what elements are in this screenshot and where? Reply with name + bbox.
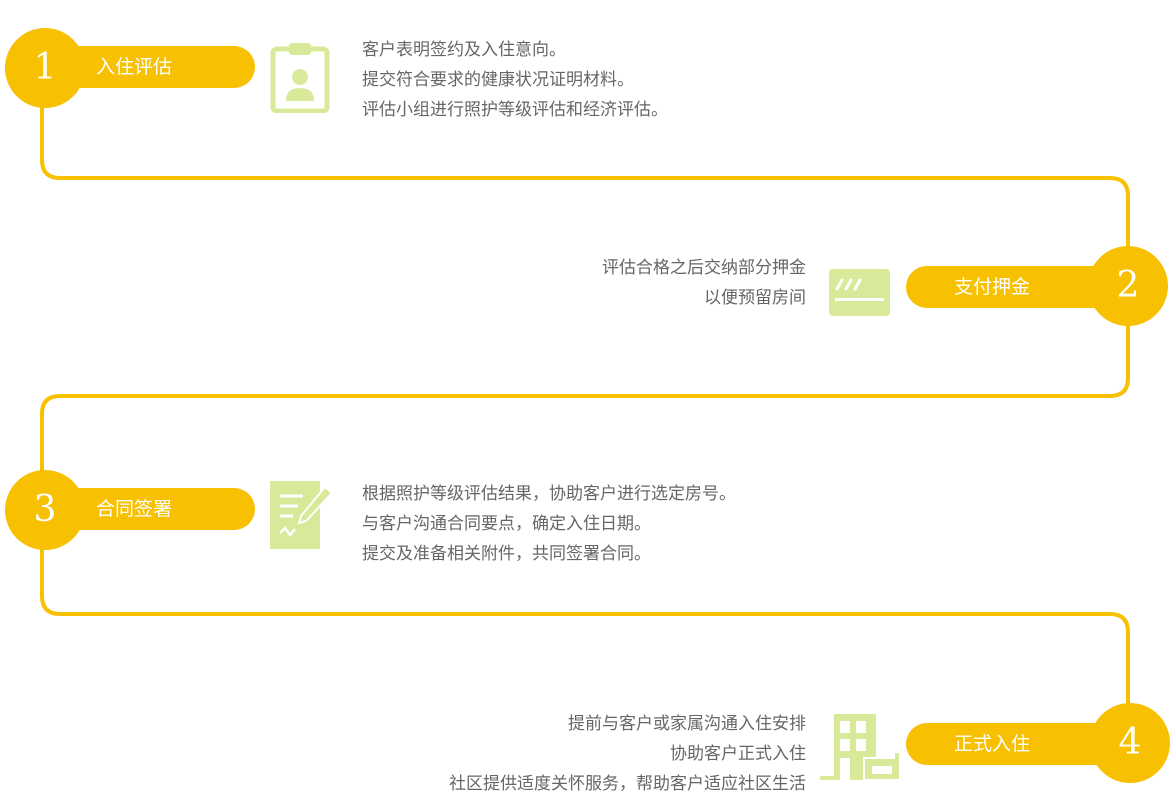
step-3-line: 提交及准备相关附件，共同签署合同。 <box>362 544 651 564</box>
payment-card-icon <box>829 269 890 316</box>
step-1-title: 入住评估 <box>96 56 173 78</box>
step-4-title: 正式入住 <box>954 733 1031 755</box>
step-1-line: 提交符合要求的健康状况证明材料。 <box>362 70 634 90</box>
step-2-number: 2 <box>1088 246 1168 326</box>
step-3-title: 合同签署 <box>96 498 173 520</box>
step-4-line: 协助客户正式入住 <box>670 744 806 764</box>
step-1-line: 客户表明签约及入住意向。 <box>362 40 566 60</box>
step-3-description: 根据照护等级评估结果，协助客户进行选定房号。 与客户沟通合同要点，确定入住日期。… <box>362 479 736 569</box>
step-4-line: 提前与客户或家属沟通入住安排 <box>568 714 806 734</box>
step-2-description: 评估合格之后交纳部分押金 以便预留房间 <box>602 253 806 313</box>
step-1-line: 评估小组进行照护等级评估和经济评估。 <box>362 100 668 120</box>
step-2-line: 评估合格之后交纳部分押金 <box>602 258 806 278</box>
contract-sign-icon <box>270 481 334 549</box>
step-2-title: 支付押金 <box>954 276 1031 298</box>
step-1-description: 客户表明签约及入住意向。 提交符合要求的健康状况证明材料。 评估小组进行照护等级… <box>362 35 668 125</box>
step-3-line: 根据照护等级评估结果，协助客户进行选定房号。 <box>362 484 736 504</box>
step-4-line: 社区提供适度关怀服务，帮助客户适应社区生活 <box>449 774 806 794</box>
clipboard-person-icon <box>270 43 330 113</box>
building-sofa-icon <box>820 714 900 781</box>
step-3-line: 与客户沟通合同要点，确定入住日期。 <box>362 514 651 534</box>
step-1-number: 1 <box>5 28 85 108</box>
step-2-line: 以便预留房间 <box>704 288 806 308</box>
step-4-number: 4 <box>1090 703 1170 783</box>
step-4-description: 提前与客户或家属沟通入住安排 协助客户正式入住 社区提供适度关怀服务，帮助客户适… <box>449 709 806 799</box>
step-3-number: 3 <box>5 470 85 550</box>
